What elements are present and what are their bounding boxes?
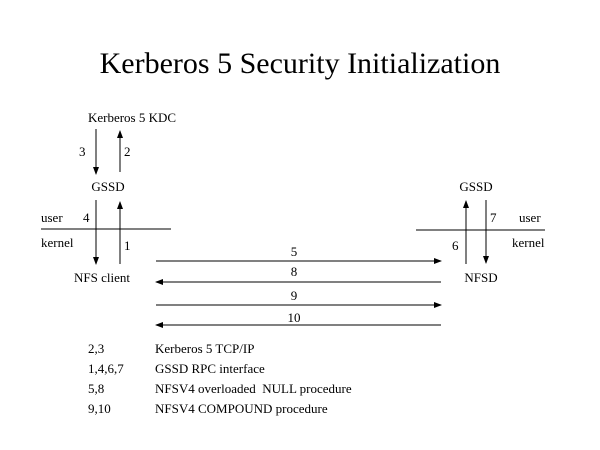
step-2-label: 2 (124, 144, 131, 159)
diagram-title: Kerberos 5 Security Initialization (100, 47, 501, 80)
step-8-label: 8 (291, 264, 298, 279)
user-left-label: user (41, 210, 63, 225)
gssd-right-label: GSSD (459, 179, 492, 194)
legend-desc: GSSD RPC interface (155, 361, 265, 376)
nfs-client-label: NFS client (74, 270, 130, 285)
step-4-label: 4 (83, 210, 90, 225)
legend-desc: Kerberos 5 TCP/IP (155, 341, 254, 356)
step-1-label: 1 (124, 238, 131, 253)
legend-key: 1,4,6,7 (88, 361, 124, 376)
legend-desc: NFSV4 overloaded NULL procedure (155, 381, 352, 396)
legend-key: 5,8 (88, 381, 104, 396)
nfsd-label: NFSD (464, 270, 497, 285)
step-7-label: 7 (490, 210, 497, 225)
step-5-label: 5 (291, 244, 298, 259)
legend-desc: NFSV4 COMPOUND procedure (155, 401, 328, 416)
step-3-label: 3 (79, 144, 86, 159)
kdc-label: Kerberos 5 KDC (88, 110, 176, 125)
kernel-left-label: kernel (41, 235, 74, 250)
step-6-label: 6 (452, 238, 459, 253)
kernel-right-label: kernel (512, 235, 545, 250)
legend-key: 9,10 (88, 401, 111, 416)
gssd-left-label: GSSD (91, 179, 124, 194)
legend: 2,3 Kerberos 5 TCP/IP 1,4,6,7 GSSD RPC i… (88, 341, 352, 416)
step-10-label: 10 (288, 310, 301, 325)
step-9-label: 9 (291, 288, 298, 303)
user-right-label: user (519, 210, 541, 225)
legend-key: 2,3 (88, 341, 104, 356)
